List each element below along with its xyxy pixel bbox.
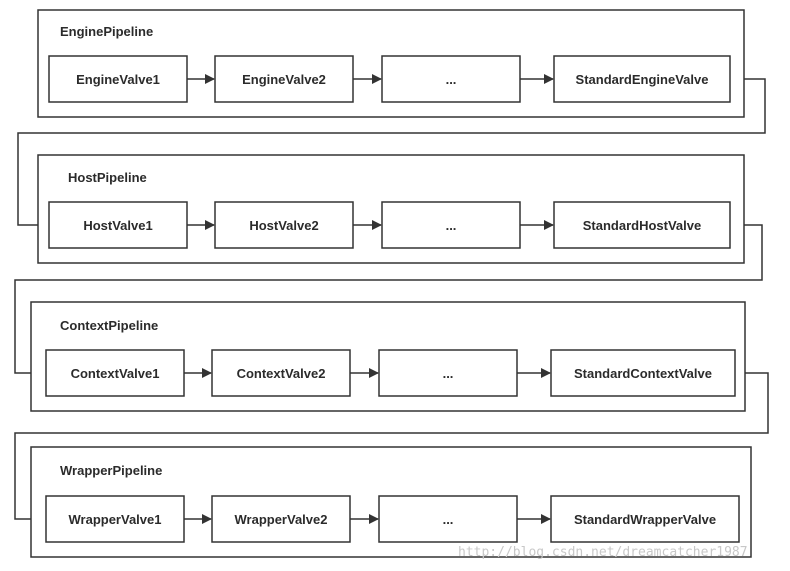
valve-label: ContextValve2: [237, 366, 326, 381]
valve-node: WrapperValve2: [211, 495, 351, 543]
valve-label: StandardHostValve: [583, 218, 702, 233]
valve-node: StandardHostValve: [553, 201, 731, 249]
valve-label: HostValve2: [249, 218, 318, 233]
valve-node: WrapperValve1: [45, 495, 185, 543]
valve-box: [48, 201, 188, 249]
valve-box: [211, 349, 351, 397]
pipeline-link-arrow: [14, 224, 763, 378]
pipeline-title: WrapperPipeline: [60, 463, 162, 478]
valve-label: StandardEngineValve: [576, 72, 709, 87]
valve-box: [48, 55, 188, 103]
valve-node: HostValve2: [214, 201, 354, 249]
valve-node: StandardEngineValve: [553, 55, 731, 103]
pipeline-link-arrow: [14, 372, 769, 524]
valve-box: [550, 495, 740, 543]
valve-node: StandardWrapperValve: [550, 495, 740, 543]
valve-label: EngineValve1: [76, 72, 160, 87]
pipeline-title: EnginePipeline: [60, 24, 153, 39]
valve-node: ContextValve1: [45, 349, 185, 397]
valve-node: ...: [378, 349, 518, 397]
valve-node: HostValve1: [48, 201, 188, 249]
valve-node: EngineValve2: [214, 55, 354, 103]
valve-label: HostValve1: [83, 218, 152, 233]
valve-label: ...: [446, 72, 457, 87]
pipeline-link-arrow: [17, 78, 766, 230]
valve-box: [553, 201, 731, 249]
valve-label: WrapperValve2: [235, 512, 328, 527]
valve-label: WrapperValve1: [69, 512, 162, 527]
valve-node: EngineValve1: [48, 55, 188, 103]
valve-label: ...: [446, 218, 457, 233]
pipeline-connectors: [14, 78, 769, 524]
valve-label: EngineValve2: [242, 72, 326, 87]
valve-box: [550, 349, 736, 397]
valve-box: [553, 55, 731, 103]
pipeline-title: ContextPipeline: [60, 318, 158, 333]
watermark: http://blog.csdn.net/dreamcatcher1987: [458, 545, 748, 560]
valve-node: ...: [378, 495, 518, 543]
valve-box: [211, 495, 351, 543]
valve-box: [45, 495, 185, 543]
valve-label: ContextValve1: [71, 366, 160, 381]
valve-node: ...: [381, 55, 521, 103]
valve-label: StandardContextValve: [574, 366, 712, 381]
valve-label: ...: [443, 366, 454, 381]
valve-box: [214, 55, 354, 103]
valve-box: [381, 201, 521, 249]
pipeline-title: HostPipeline: [68, 170, 147, 185]
valve-node: ...: [381, 201, 521, 249]
valve-box: [378, 349, 518, 397]
valve-label: StandardWrapperValve: [574, 512, 716, 527]
valve-node: ContextValve2: [211, 349, 351, 397]
valve-node: StandardContextValve: [550, 349, 736, 397]
valve-label: ...: [443, 512, 454, 527]
